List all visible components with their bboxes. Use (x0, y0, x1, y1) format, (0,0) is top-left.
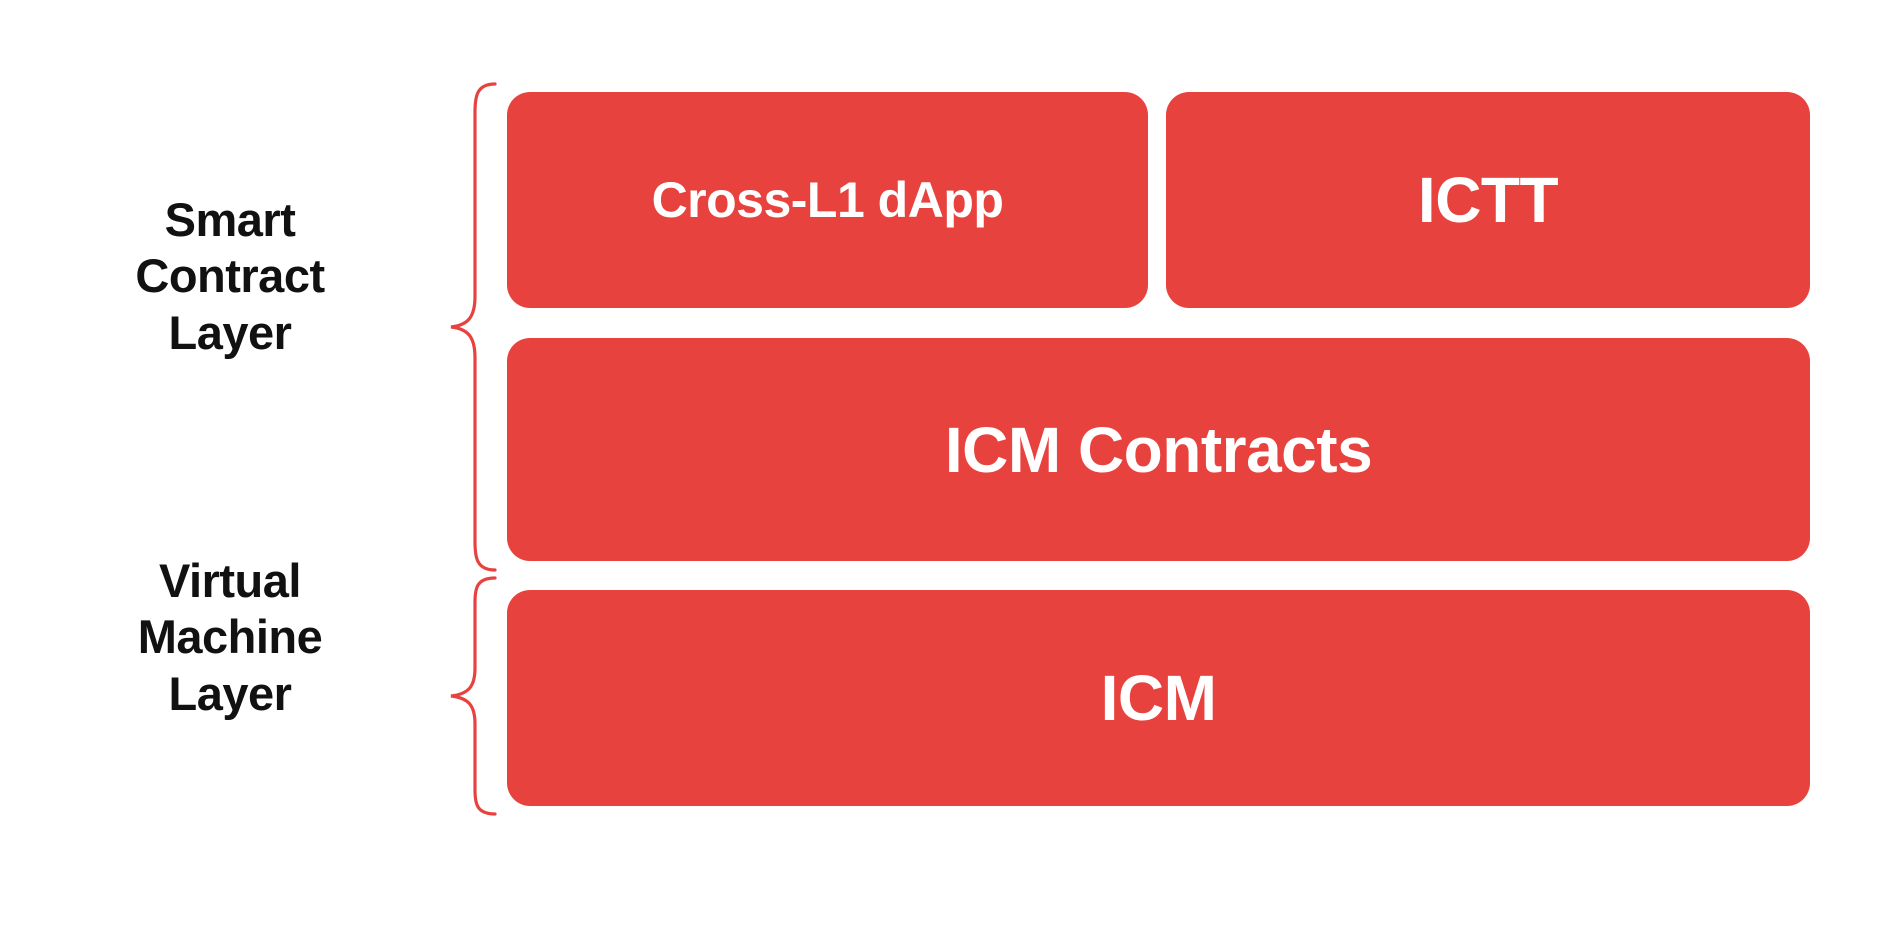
group-label-virtual-machine-layer: Virtual Machine Layer (137, 554, 323, 720)
group-label-smart-contract-layer: Smart Contract Layer (135, 193, 325, 359)
box-label-icm-contracts: ICM Contracts (944, 413, 1373, 486)
box-cross-l1-dapp[interactable]: Cross-L1 dApp (507, 92, 1148, 308)
curly-brace-icon-virtual-machine-layer (443, 576, 503, 816)
box-ictt[interactable]: ICTT (1166, 92, 1810, 308)
box-icm-contracts[interactable]: ICM Contracts (507, 338, 1810, 561)
box-icm[interactable]: ICM (507, 590, 1810, 806)
box-label-ictt: ICTT (1417, 164, 1559, 236)
box-label-cross-l1-dapp: Cross-L1 dApp (651, 172, 1004, 228)
box-label-icm: ICM (1100, 662, 1217, 734)
curly-brace-icon-smart-contract-layer (443, 82, 503, 572)
